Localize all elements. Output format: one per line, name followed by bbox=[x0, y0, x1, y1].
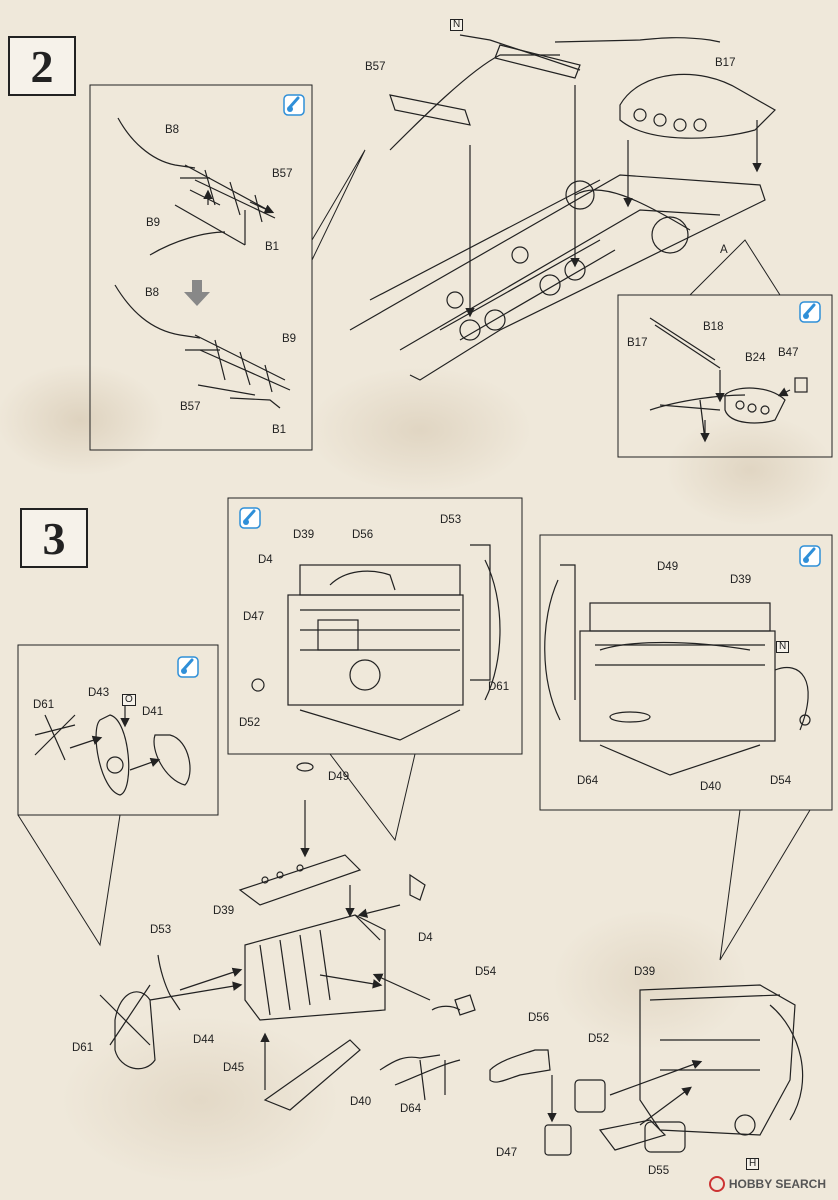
part-label-d53: D53 bbox=[150, 924, 172, 936]
part-label-b1: B1 bbox=[265, 241, 280, 253]
step3-callouts bbox=[17, 497, 833, 961]
part-label-d47: D47 bbox=[496, 1147, 518, 1159]
step-2-number: 2 bbox=[8, 36, 76, 96]
part-label-d52: D52 bbox=[239, 717, 261, 729]
step-3-number: 3 bbox=[20, 508, 88, 568]
part-label-d61: D61 bbox=[33, 699, 55, 711]
part-label-b47: B47 bbox=[778, 347, 799, 359]
chassis-drawing bbox=[349, 34, 776, 381]
part-label-d61: D61 bbox=[488, 681, 510, 693]
paint-brush-icon bbox=[282, 93, 306, 117]
reference-mark-n: N bbox=[450, 19, 464, 31]
part-label-d40: D40 bbox=[350, 1096, 372, 1108]
watermark-logo-icon bbox=[708, 1176, 725, 1192]
part-label-d55: D55 bbox=[648, 1165, 670, 1177]
watermark: HOBBY SEARCH bbox=[708, 1176, 826, 1192]
paint-brush-icon bbox=[176, 655, 200, 679]
part-label-d52: D52 bbox=[588, 1033, 610, 1045]
watermark-text: HOBBY SEARCH bbox=[728, 1177, 826, 1191]
part-label-b17: B17 bbox=[627, 337, 648, 349]
part-label-d39: D39 bbox=[293, 529, 315, 541]
part-label-d56: D56 bbox=[352, 529, 374, 541]
part-label-b57: B57 bbox=[180, 401, 201, 413]
part-label-d47: D47 bbox=[243, 611, 265, 623]
part-label-d54: D54 bbox=[475, 966, 497, 978]
part-label-d49: D49 bbox=[657, 561, 679, 573]
engine-exploded-drawing bbox=[99, 762, 804, 1156]
part-label-d56: D56 bbox=[528, 1012, 550, 1024]
part-label-b24: B24 bbox=[745, 352, 766, 364]
part-label-d44: D44 bbox=[193, 1034, 215, 1046]
part-label-d4: D4 bbox=[418, 932, 433, 944]
part-label-d39: D39 bbox=[634, 966, 656, 978]
part-label-b57: B57 bbox=[365, 61, 386, 73]
part-label-d64: D64 bbox=[400, 1103, 422, 1115]
part-label-d64: D64 bbox=[577, 775, 599, 787]
part-label-b57: B57 bbox=[272, 168, 293, 180]
part-label-d45: D45 bbox=[223, 1062, 245, 1074]
part-label-d39: D39 bbox=[213, 905, 235, 917]
part-label-d49: D49 bbox=[328, 771, 350, 783]
part-label-d43: D43 bbox=[88, 687, 110, 699]
step2-callout-left bbox=[89, 84, 366, 451]
part-label-d39: D39 bbox=[730, 574, 752, 586]
part-label-b8: B8 bbox=[165, 124, 180, 136]
part-label-d4: D4 bbox=[258, 554, 273, 566]
part-label-b8: B8 bbox=[145, 287, 160, 299]
part-label-b18: B18 bbox=[703, 321, 724, 333]
paint-brush-icon bbox=[798, 300, 822, 324]
part-label-d61: D61 bbox=[72, 1042, 94, 1054]
part-label-b17: B17 bbox=[715, 57, 736, 69]
part-label-b9: B9 bbox=[146, 217, 161, 229]
paint-brush-icon bbox=[238, 506, 262, 530]
part-label-b9: B9 bbox=[282, 333, 297, 345]
reference-mark-h: H bbox=[746, 1158, 760, 1170]
reference-mark-n: N bbox=[776, 641, 790, 653]
part-label-d41: D41 bbox=[142, 706, 164, 718]
part-label-b1: B1 bbox=[272, 424, 287, 436]
paint-brush-icon bbox=[798, 544, 822, 568]
part-label-a: A bbox=[720, 244, 728, 256]
part-label-d54: D54 bbox=[770, 775, 792, 787]
reference-mark-o: O bbox=[122, 694, 136, 706]
part-label-d40: D40 bbox=[700, 781, 722, 793]
step2-callout-right bbox=[617, 239, 833, 458]
part-label-d53: D53 bbox=[440, 514, 462, 526]
